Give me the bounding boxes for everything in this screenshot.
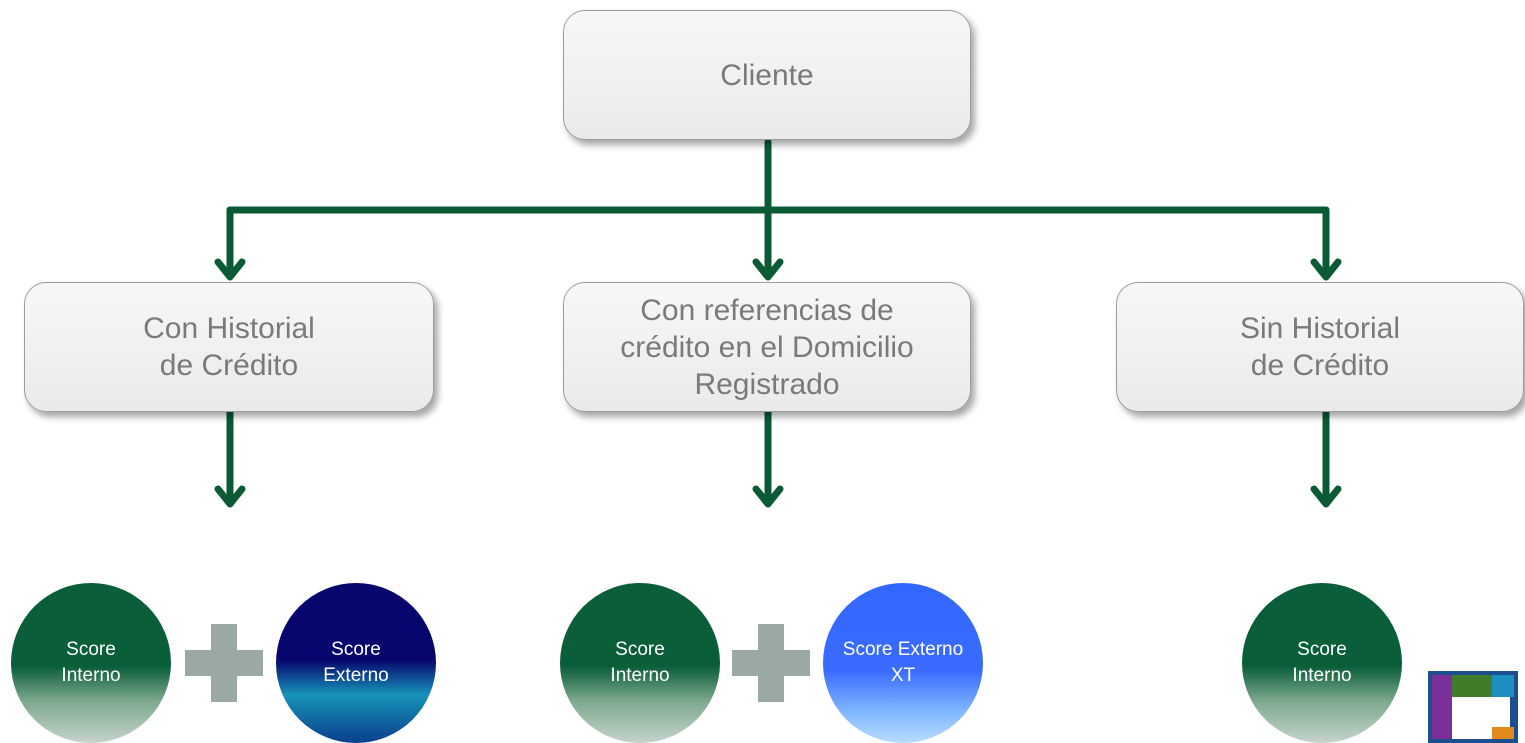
score-external-xt-circle: Score Externo XT [823, 583, 983, 743]
category-node-without-history: Sin Historial de Crédito [1116, 282, 1524, 412]
category-node-with-references: Con referencias de crédito en el Domicil… [563, 282, 971, 412]
plus-icon [185, 624, 263, 702]
score-label: Score Interno [61, 639, 121, 686]
score-label: Score Interno [610, 639, 670, 686]
arrow-down-icon [1310, 258, 1342, 281]
root-node: Cliente [563, 10, 971, 140]
score-external-circle: Score Externo [276, 583, 436, 743]
score-label: Score Externo [323, 639, 389, 686]
category-label: Sin Historial de Crédito [1239, 312, 1401, 382]
category-node-with-history: Con Historial de Crédito [24, 282, 434, 412]
category-label: Con referencias de crédito en el Domicil… [620, 293, 914, 401]
arrow-down-icon [214, 258, 246, 281]
score-internal-circle: Score Interno [560, 583, 720, 743]
category-label: Con Historial de Crédito [143, 312, 315, 382]
arrow-down-icon [752, 258, 784, 281]
arrow-down-icon [752, 485, 784, 508]
score-label: Score Externo XT [842, 639, 964, 686]
root-node-label: Cliente [720, 58, 814, 92]
plus-icon [732, 624, 810, 702]
arrow-down-icon [214, 485, 246, 508]
score-internal-circle: Score Interno [1242, 583, 1402, 743]
logo-icon [1428, 671, 1518, 743]
arrow-down-icon [1310, 485, 1342, 508]
score-label: Score Interno [1292, 639, 1352, 686]
score-internal-circle: Score Interno [11, 583, 171, 743]
